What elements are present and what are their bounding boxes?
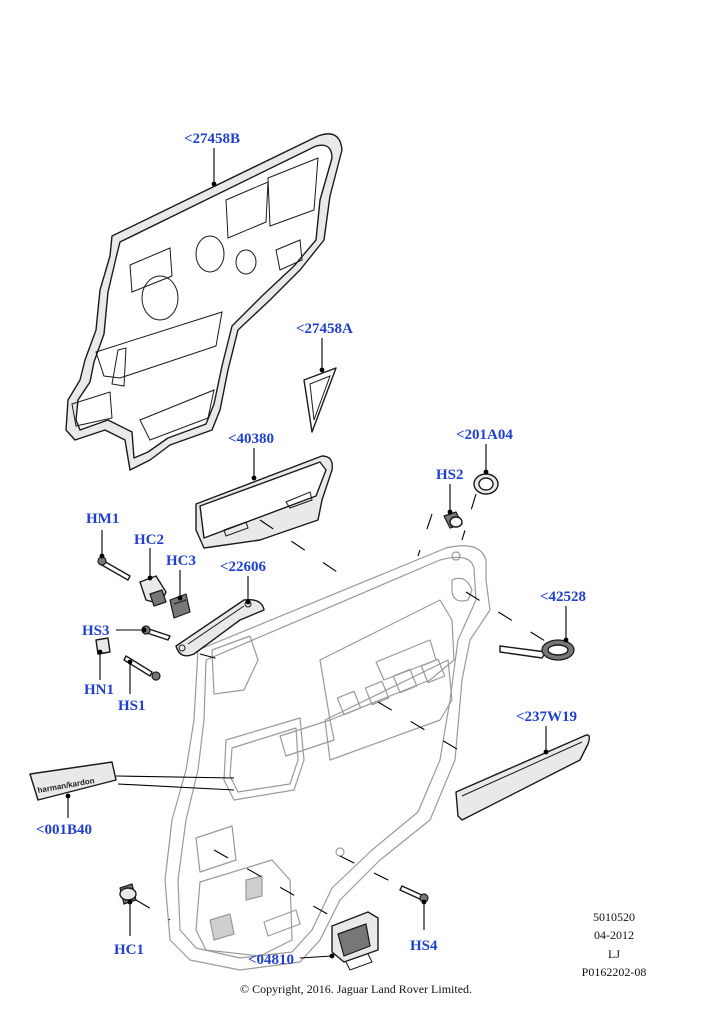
part-HS4-screw bbox=[399, 885, 429, 903]
callout-HS4: HS4 bbox=[410, 938, 438, 954]
reference-part-id: P0162202-08 bbox=[582, 965, 647, 979]
callout-HN1: HN1 bbox=[84, 682, 114, 698]
part-HS2-screw bbox=[443, 511, 463, 529]
callout-04810: <04810 bbox=[248, 952, 294, 968]
callout-201A04: <201A04 bbox=[456, 427, 513, 443]
part-HC1-clip bbox=[119, 883, 137, 905]
callout-27458B: <27458B bbox=[184, 131, 240, 147]
part-40380-armrest bbox=[195, 455, 333, 549]
callout-237W19: <237W19 bbox=[516, 709, 577, 725]
part-HM1-bolt bbox=[97, 556, 131, 581]
callout-HS2: HS2 bbox=[436, 467, 464, 483]
callout-40380: <40380 bbox=[228, 431, 274, 447]
part-HC2-clip bbox=[139, 575, 167, 607]
part-04810-lamp bbox=[331, 911, 379, 971]
copyright-notice: © Copyright, 2016. Jaguar Land Rover Lim… bbox=[240, 982, 472, 996]
callout-HM1: HM1 bbox=[86, 511, 119, 527]
callout-HC1: HC1 bbox=[114, 942, 144, 958]
callout-22606: <22606 bbox=[220, 559, 267, 575]
callout-labels: <27458B <27458A <40380 <201A04 HS2 HM1 H… bbox=[36, 131, 586, 968]
callout-HS3: HS3 bbox=[82, 623, 110, 639]
part-237W19-trim-strip bbox=[455, 734, 591, 821]
part-22606-bracket bbox=[175, 599, 265, 657]
part-001B40-badge: harman/kardon bbox=[29, 761, 117, 801]
callout-001B40: <001B40 bbox=[36, 822, 92, 838]
assembly-lines bbox=[135, 493, 551, 921]
callout-HC2: HC2 bbox=[134, 532, 164, 548]
reference-code: LJ bbox=[608, 947, 620, 961]
callout-27458A: <27458A bbox=[296, 321, 353, 337]
part-HS3-screw bbox=[141, 625, 171, 641]
callout-HC3: HC3 bbox=[166, 553, 196, 569]
part-42528-badge bbox=[499, 639, 575, 661]
callout-42528: <42528 bbox=[540, 589, 586, 605]
reference-date: 04-2012 bbox=[594, 928, 634, 942]
reference-number: 5010520 bbox=[593, 910, 635, 924]
part-201A04-clip bbox=[473, 473, 499, 495]
door-trim-panel bbox=[164, 545, 491, 971]
part-27458B-watershield bbox=[65, 133, 343, 471]
diagram-reference-block: 5010520 04-2012 LJ P0162202-08 bbox=[582, 910, 647, 979]
part-27458A-triangle-trim bbox=[303, 367, 337, 433]
part-HS1-screw bbox=[123, 655, 161, 681]
callout-HS1: HS1 bbox=[118, 698, 146, 714]
leader-lines bbox=[65, 148, 569, 959]
